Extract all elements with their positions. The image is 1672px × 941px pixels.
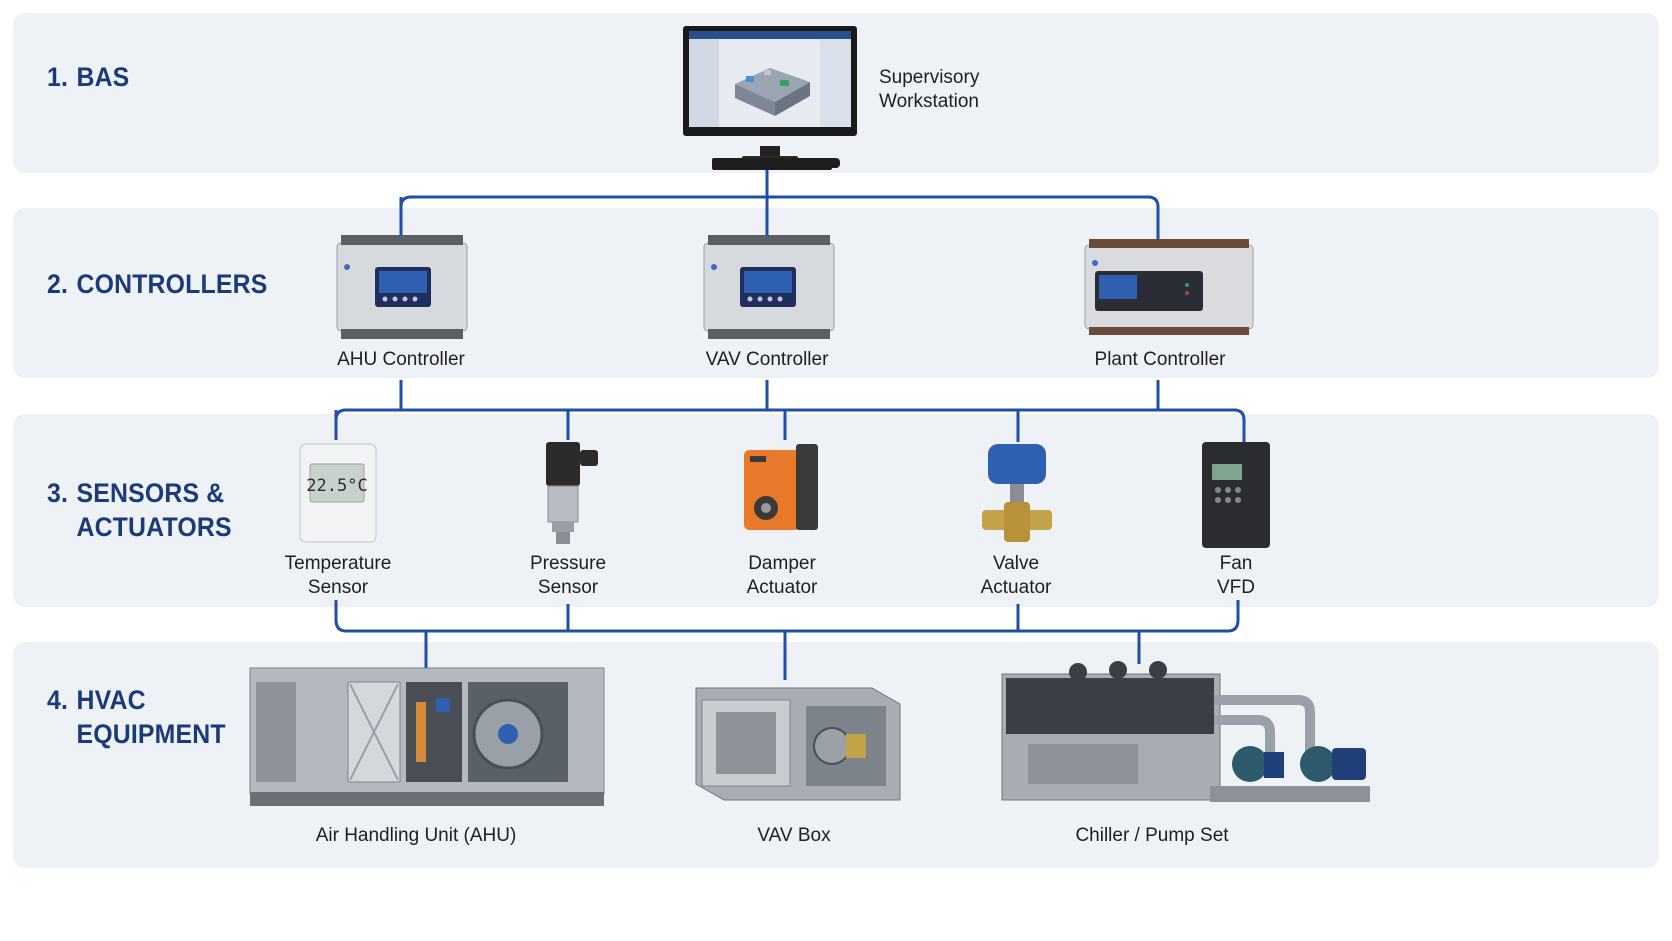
vav-controller-icon — [703, 235, 835, 339]
valve-actuator-label: Valve Actuator — [980, 553, 1052, 598]
band-controllers — [13, 208, 1659, 378]
damper-actuator-label: Damper Actuator — [746, 553, 818, 598]
air-handling-unit-icon — [249, 667, 605, 806]
vav-box-icon — [695, 687, 901, 801]
valve-actuator-icon — [982, 444, 1052, 542]
fan-vfd-icon — [1202, 442, 1270, 548]
ahu-controller-icon — [336, 235, 468, 339]
chiller-pump-set-icon — [1001, 661, 1370, 802]
ahu-equipment-label: Air Handling Unit (AHU) — [315, 825, 517, 846]
chiller-pump-set-label: Chiller / Pump Set — [1075, 825, 1229, 846]
wire-field-bus — [334, 408, 1246, 442]
plant-controller-label: Plant Controller — [1094, 349, 1226, 370]
vav-controller-label: VAV Controller — [705, 349, 829, 370]
band-title-hvac-equipment: 4.HVAC EQUIPMENT — [47, 685, 226, 749]
band-title-controllers: 2.CONTROLLERS — [47, 269, 268, 299]
pressure-sensor-icon — [546, 442, 598, 544]
band-title-sensors-actuators: 3.SENSORS & ACTUATORS — [47, 478, 232, 542]
damper-actuator-icon — [744, 444, 818, 530]
fan-vfd-label: Fan VFD — [1217, 553, 1255, 598]
plant-controller-icon — [1084, 239, 1254, 335]
workstation-label: Supervisory Workstation — [879, 67, 980, 112]
pressure-sensor-label: Pressure Sensor — [529, 553, 607, 598]
workstation-monitor-icon — [683, 26, 857, 170]
vav-box-label: VAV Box — [757, 825, 831, 846]
temperature-sensor-icon: 22.5°C — [299, 443, 377, 543]
ahu-controller-label: AHU Controller — [337, 349, 465, 370]
temperature-display: 22.5°C — [306, 476, 367, 496]
band-title-bas: 1.BAS — [47, 62, 130, 92]
temperature-sensor-label: Temperature Sensor — [284, 553, 392, 598]
band-sensors-actuators — [13, 414, 1659, 607]
wire-equipment-bus — [334, 600, 1240, 633]
